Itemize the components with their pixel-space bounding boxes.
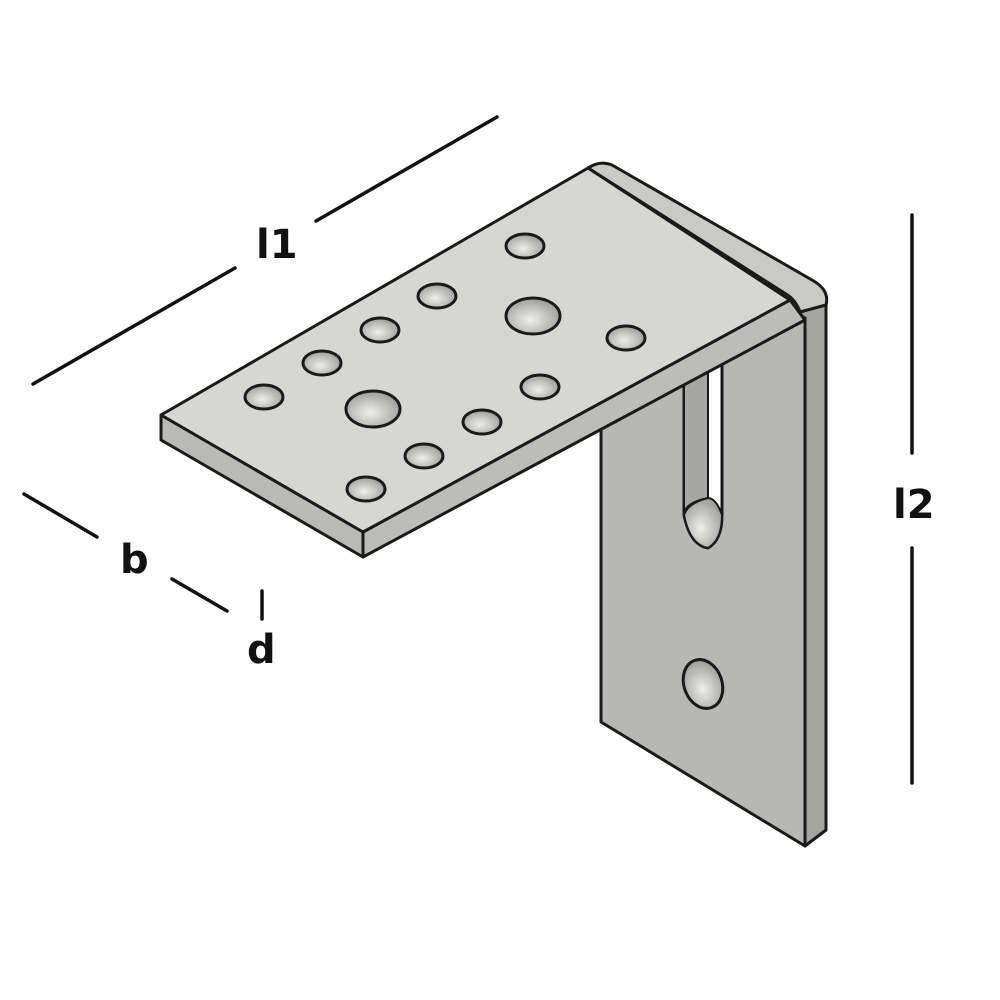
hole [504, 232, 546, 260]
slot-bottom [682, 496, 724, 550]
dimension-l2: l2 [893, 213, 935, 785]
horizontal-flange-top-face [159, 166, 792, 534]
hole [345, 475, 387, 503]
hole [403, 442, 445, 470]
dimension-b: b [22, 492, 229, 613]
l1-label: l1 [256, 222, 298, 268]
vertical-hole [681, 658, 725, 710]
large-hole [344, 389, 402, 429]
hole [416, 282, 458, 310]
b-line-right [170, 577, 229, 613]
l2-label: l2 [893, 482, 935, 528]
b-label: b [120, 537, 149, 583]
hole [243, 383, 285, 411]
dimension-d: d [247, 589, 276, 673]
hole [461, 408, 503, 436]
hole [359, 316, 401, 344]
vertical-flange [599, 289, 828, 848]
large-hole [504, 296, 562, 336]
bend-edge [586, 161, 829, 314]
l1-line-left [31, 266, 237, 386]
dimension-l1: l1 [31, 115, 499, 386]
hole [301, 349, 343, 377]
hole [605, 324, 647, 352]
b-line-left [22, 492, 99, 539]
horizontal-flange [159, 161, 829, 559]
hole [519, 373, 561, 401]
d-label: d [247, 627, 276, 673]
l1-line-right [314, 115, 499, 223]
flange-holes [243, 232, 647, 503]
